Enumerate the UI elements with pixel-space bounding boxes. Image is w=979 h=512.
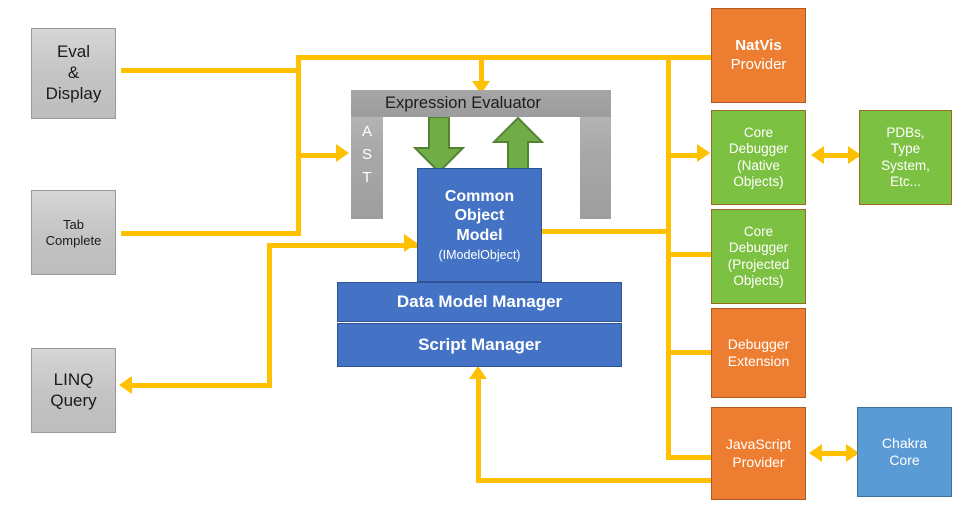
client-box-tab-complete[interactable]: Tab Complete <box>31 190 116 275</box>
connector-javascript-to-chakra <box>820 451 856 456</box>
core-debugger-native-line-1: Core <box>743 124 774 140</box>
arrowhead-ast <box>336 144 349 162</box>
client-box-linq-query[interactable]: LINQ Query <box>31 348 116 433</box>
core-debugger-native-line-3: (Native <box>737 157 780 173</box>
common-object-model-line-1: Common <box>444 187 515 205</box>
connector-core-debugger-native <box>666 153 699 158</box>
core-debugger-projected-line-2: Debugger <box>728 240 789 256</box>
chakra-core-line-2: Core <box>889 452 920 468</box>
arrowhead-script-manager <box>469 366 487 379</box>
arrowhead-chakra-left <box>809 444 822 462</box>
connector-left-trunk-vertical <box>296 55 301 236</box>
ast-label: A S T <box>351 90 383 219</box>
natvis-provider-line-2: Provider <box>730 55 787 73</box>
connector-script-manager-bottom <box>476 478 712 483</box>
arrowhead-core-debugger-native <box>697 144 710 162</box>
common-object-model-line-2: Object <box>454 207 505 225</box>
client-box-eval-display[interactable]: Eval & Display <box>31 28 116 119</box>
connector-tab-complete-to-trunk <box>121 231 301 236</box>
connector-to-ast <box>296 153 338 158</box>
pdbs-line-3: System, <box>881 157 930 173</box>
natvis-provider-line-1: NatVis <box>735 37 782 55</box>
natvis-provider-box[interactable]: NatVis Provider <box>711 8 806 103</box>
pdbs-line-4: Etc... <box>890 173 921 189</box>
script-manager-box[interactable]: Script Manager <box>337 323 622 367</box>
ast-letter-s: S <box>361 145 372 163</box>
javascript-provider-box[interactable]: JavaScript Provider <box>711 407 806 500</box>
green-arrow-up-icon <box>492 117 544 173</box>
common-object-model-interface: (IModelObject) <box>438 248 521 263</box>
script-manager-label: Script Manager <box>418 334 541 354</box>
ast-letter-a: A <box>361 122 372 140</box>
javascript-provider-line-1: JavaScript <box>725 436 792 453</box>
core-debugger-native-line-4: Objects) <box>733 173 784 189</box>
connector-right-trunk-vertical <box>666 55 671 460</box>
connector-native-to-pdbs <box>822 153 858 158</box>
arrowhead-chakra-right <box>846 444 859 462</box>
debugger-extension-line-1: Debugger <box>727 335 790 352</box>
arrowhead-pdbs-left <box>811 146 824 164</box>
tab-complete-line-2: Complete <box>45 232 102 248</box>
debugger-extension-line-2: Extension <box>727 353 790 369</box>
connector-to-linq-horizontal <box>132 383 270 388</box>
pdbs-type-system-box[interactable]: PDBs, Type System, Etc... <box>859 110 952 205</box>
core-debugger-projected-line-3: (Projected <box>727 256 790 272</box>
arrowhead-pdbs-right <box>848 146 861 164</box>
javascript-provider-line-2: Provider <box>732 453 785 470</box>
connector-core-debugger-projected <box>666 252 712 257</box>
core-debugger-native-line-2: Debugger <box>728 141 789 157</box>
core-debugger-projected-line-4: Objects) <box>733 272 784 288</box>
connector-providers-to-model <box>541 229 669 234</box>
chakra-core-box[interactable]: Chakra Core <box>857 407 952 497</box>
connector-top-horizontal <box>296 55 673 60</box>
pdbs-line-2: Type <box>890 141 921 157</box>
tab-complete-line-1: Tab <box>63 216 84 232</box>
pdbs-line-1: PDBs, <box>886 124 925 140</box>
connector-natvis-provider <box>666 55 712 60</box>
eval-display-line-2: & <box>67 63 80 83</box>
data-model-manager-box[interactable]: Data Model Manager <box>337 282 622 322</box>
core-debugger-projected-line-1: Core <box>743 223 774 239</box>
common-object-model-box[interactable]: Common Object Model (IModelObject) <box>417 168 542 282</box>
connector-javascript-provider-upper <box>666 455 712 460</box>
connector-script-manager-vertical <box>476 378 481 481</box>
connector-to-expression-evaluator <box>479 55 484 83</box>
eval-display-line-1: Eval <box>56 42 91 62</box>
ast-letter-t: T <box>362 169 372 187</box>
data-model-manager-label: Data Model Manager <box>396 291 563 311</box>
common-object-model-line-3: Model <box>456 226 503 244</box>
connector-model-out-horizontal <box>267 243 427 248</box>
arrowhead-common-object-model-left <box>404 234 417 252</box>
arrowhead-linq-query <box>119 376 132 394</box>
connector-debugger-extension <box>666 350 712 355</box>
eval-display-line-3: Display <box>45 83 102 103</box>
expression-evaluator-label: Expression Evaluator <box>385 94 541 112</box>
connector-eval-display-to-trunk <box>121 68 301 73</box>
debugger-extension-box[interactable]: Debugger Extension <box>711 308 806 398</box>
connector-linq-vertical <box>267 243 272 388</box>
linq-query-line-1: LINQ <box>53 369 94 389</box>
linq-query-line-2: Query <box>50 390 97 410</box>
core-debugger-projected-box[interactable]: Core Debugger (Projected Objects) <box>711 209 806 304</box>
core-debugger-native-box[interactable]: Core Debugger (Native Objects) <box>711 110 806 205</box>
chakra-core-line-1: Chakra <box>881 434 928 451</box>
expression-evaluator-header: Expression Evaluator <box>351 90 611 117</box>
green-arrow-down-icon <box>413 117 465 173</box>
